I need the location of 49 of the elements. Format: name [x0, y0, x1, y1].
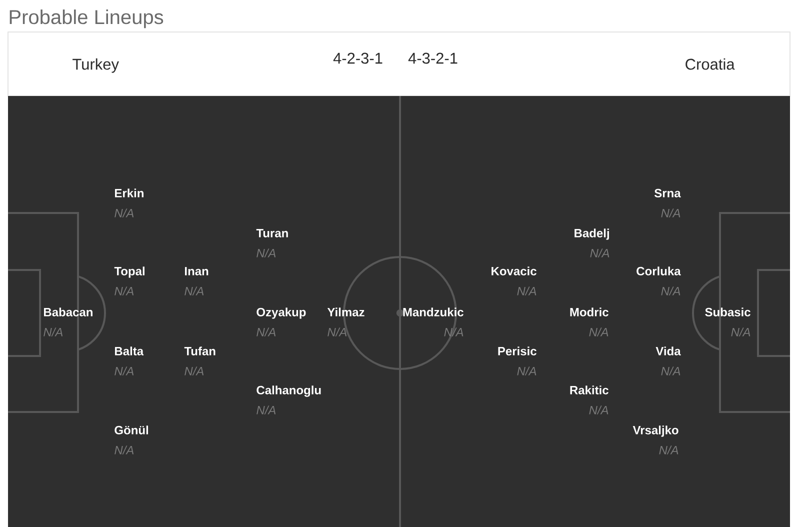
player-name: Rakitic: [570, 386, 608, 394]
rating-text: N/A: [114, 286, 134, 296]
player-name: Gönül: [114, 426, 148, 434]
player-name: Yilmaz: [327, 308, 364, 316]
team-name: Turkey: [72, 58, 119, 73]
rating-text: N/A: [184, 286, 204, 296]
player-name: Babacan: [44, 308, 92, 316]
rating-text: N/A: [444, 328, 464, 336]
title: Probable Lineups: [10, 10, 164, 28]
player-name: Subasic: [705, 308, 750, 316]
rating-text: N/A: [661, 208, 680, 218]
player-name: Badelj: [574, 228, 609, 240]
player-name: Kovacic: [492, 266, 536, 276]
player-name: Perisic: [498, 346, 536, 356]
rating-text: N/A: [114, 208, 134, 218]
rating-text: N/A: [659, 446, 678, 454]
player-name: Vrsaljko: [632, 426, 678, 437]
player-name: Modric: [570, 308, 608, 316]
rating-text: N/A: [114, 446, 134, 454]
rating-text: N/A: [114, 366, 134, 376]
player-name: Tufan: [184, 346, 216, 356]
player-name: Srna: [654, 188, 681, 198]
rating-text: N/A: [184, 366, 204, 376]
player-name: Inan: [185, 267, 208, 276]
rating-text: N/A: [661, 286, 680, 296]
player-name: Ozyakup: [256, 308, 306, 319]
rating-text: N/A: [256, 248, 276, 258]
rating-text: N/A: [328, 328, 347, 336]
rating-text: N/A: [44, 328, 63, 336]
rating-text: N/A: [731, 328, 750, 336]
player-name: Balta: [115, 346, 144, 356]
player-name: Vida: [656, 346, 681, 356]
rating-text: N/A: [256, 328, 276, 336]
rating-text: N/A: [589, 328, 608, 336]
formation-text: 4-2-3-1: [333, 52, 382, 64]
team-name: Croatia: [686, 58, 735, 70]
rating-text: N/A: [661, 366, 680, 376]
player-name: Topal: [114, 266, 144, 278]
rating-text: N/A: [590, 248, 610, 258]
player-name: Turan: [256, 229, 288, 238]
rating-text: N/A: [517, 366, 536, 376]
player-name: Calhanoglu: [256, 386, 321, 397]
rating-text: N/A: [517, 286, 536, 296]
formation-text: 4-3-2-1: [408, 52, 458, 64]
player-name: Corluka: [636, 266, 681, 276]
rating-text: N/A: [256, 406, 276, 414]
rating-text: N/A: [589, 406, 608, 414]
player-name: Mandzukic: [403, 308, 464, 316]
player-name: Erkin: [115, 188, 144, 198]
